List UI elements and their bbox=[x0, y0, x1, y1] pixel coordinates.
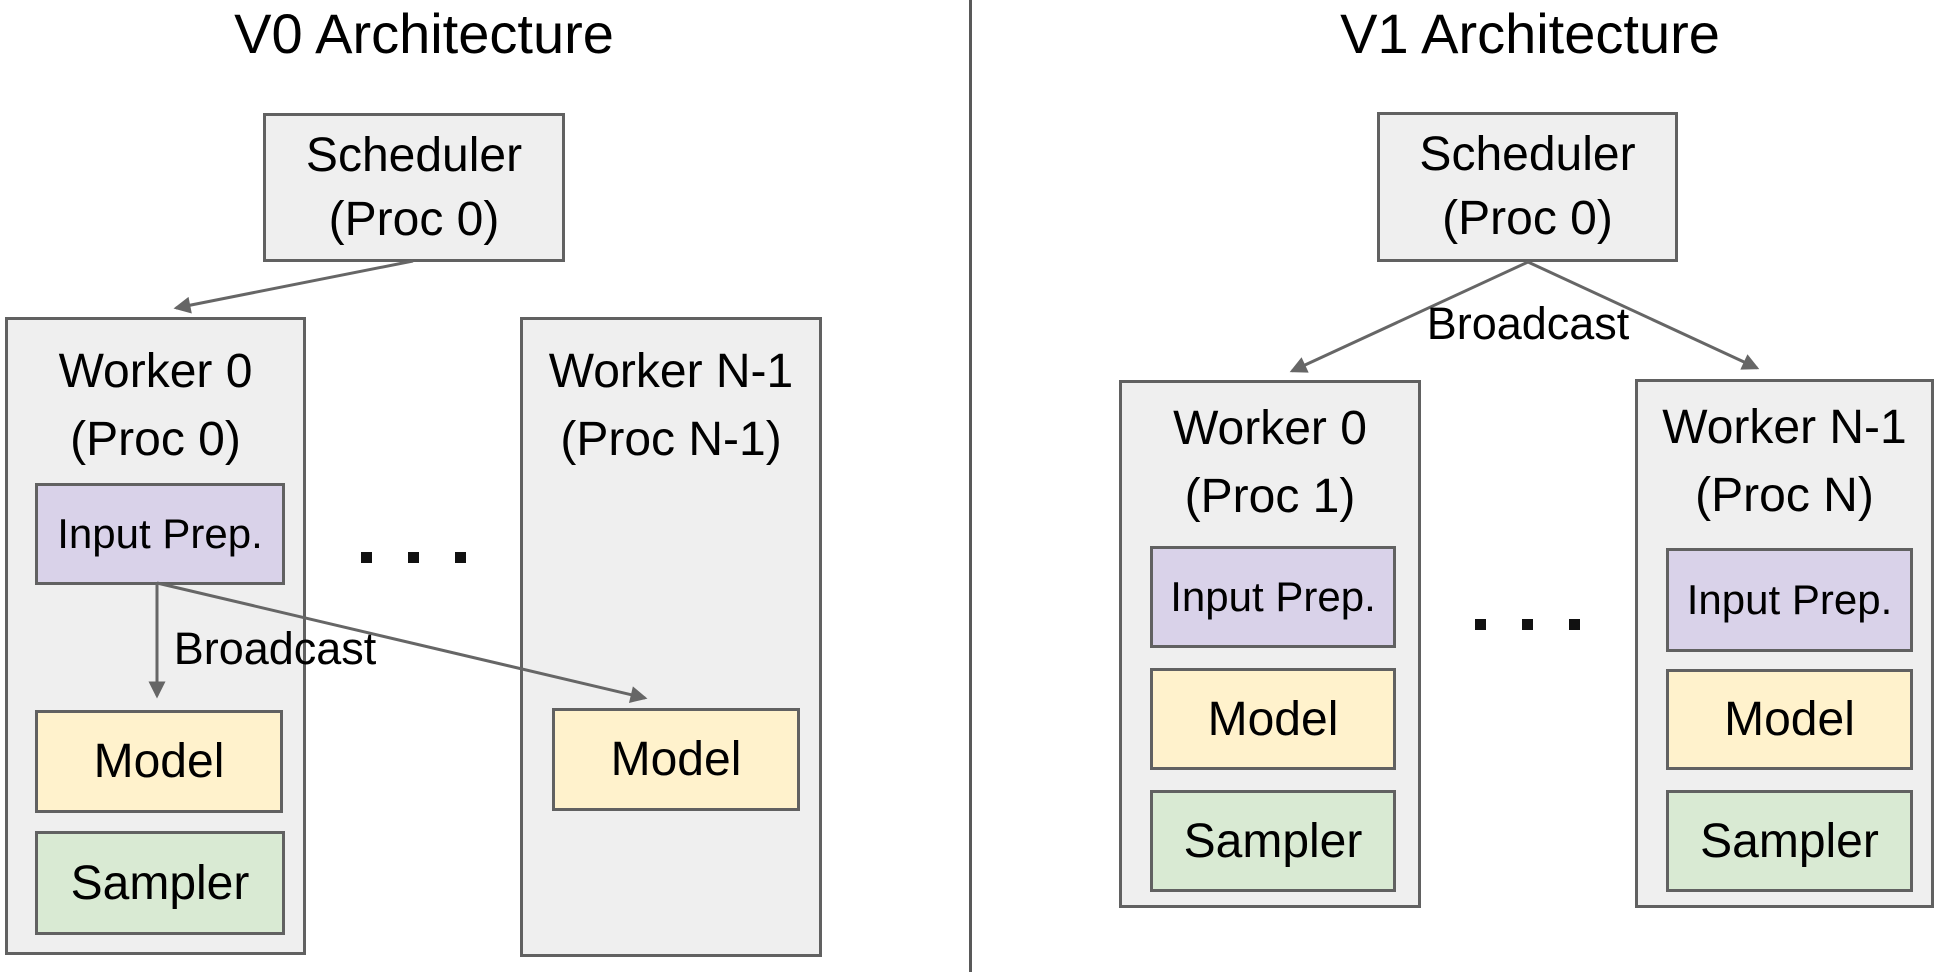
v0-title: V0 Architecture bbox=[234, 2, 614, 65]
v1-ellipsis-dots bbox=[1475, 619, 1580, 630]
v0-worker0-sampler-box: Sampler bbox=[35, 831, 285, 935]
v1-scheduler-name: Scheduler bbox=[1419, 128, 1636, 181]
dot-icon bbox=[1475, 619, 1486, 630]
v1-worker0-name: Worker 0 bbox=[1173, 402, 1367, 455]
v1-workerN-proc: (Proc N) bbox=[1695, 469, 1874, 522]
dot-icon bbox=[455, 552, 466, 563]
v1-worker0-label: Worker 0 (Proc 1) bbox=[1122, 395, 1418, 531]
v0-workerN-label: Worker N-1 (Proc N-1) bbox=[523, 338, 819, 474]
v0-workerN-box: Worker N-1 (Proc N-1) Model bbox=[520, 317, 822, 957]
v0-arrow-scheduler-to-worker0 bbox=[173, 259, 414, 314]
v0-scheduler-name: Scheduler bbox=[305, 128, 523, 182]
v0-scheduler-box: Scheduler (Proc 0) bbox=[263, 113, 565, 262]
v1-worker0-sampler-box: Sampler bbox=[1150, 790, 1396, 892]
v0-worker0-input-prep-label: Input Prep. bbox=[57, 510, 263, 557]
v0-ellipsis-dots bbox=[361, 552, 466, 563]
v1-workerN-sampler-box: Sampler bbox=[1666, 790, 1913, 892]
v1-workerN-name: Worker N-1 bbox=[1662, 401, 1907, 454]
v1-scheduler-proc: (Proc 0) bbox=[1442, 192, 1613, 245]
v0-worker0-proc: (Proc 0) bbox=[70, 413, 241, 466]
panel-divider-line bbox=[969, 0, 972, 972]
v1-workerN-input-prep-label: Input Prep. bbox=[1686, 576, 1893, 623]
v1-workerN-input-prep-box: Input Prep. bbox=[1666, 548, 1913, 652]
v1-worker0-box: Worker 0 (Proc 1) Input Prep. Model Samp… bbox=[1119, 380, 1421, 908]
v1-workerN-label: Worker N-1 (Proc N) bbox=[1638, 394, 1931, 530]
v1-worker0-proc: (Proc 1) bbox=[1184, 470, 1356, 523]
v1-scheduler-box: Scheduler (Proc 0) bbox=[1377, 112, 1678, 262]
v1-workerN-box: Worker N-1 (Proc N) Input Prep. Model Sa… bbox=[1635, 379, 1934, 908]
v0-workerN-name: Worker N-1 bbox=[548, 345, 794, 398]
v0-worker0-model-box: Model bbox=[35, 710, 283, 813]
v1-workerN-sampler-label: Sampler bbox=[1700, 814, 1879, 868]
v0-worker0-label: Worker 0 (Proc 0) bbox=[8, 338, 303, 474]
v0-workerN-proc: (Proc N-1) bbox=[560, 413, 782, 466]
v1-workerN-model-label: Model bbox=[1724, 693, 1855, 746]
v0-scheduler-proc: (Proc 0) bbox=[328, 192, 500, 246]
v0-broadcast-label: Broadcast bbox=[173, 623, 377, 674]
dot-icon bbox=[1569, 619, 1580, 630]
v1-worker0-sampler-label: Sampler bbox=[1183, 814, 1363, 868]
dot-icon bbox=[408, 552, 419, 563]
v0-worker0-sampler-label: Sampler bbox=[70, 856, 250, 910]
dot-icon bbox=[361, 552, 372, 563]
v1-worker0-model-box: Model bbox=[1150, 668, 1396, 770]
v1-broadcast-label: Broadcast bbox=[1426, 298, 1630, 349]
v1-worker0-model-label: Model bbox=[1207, 692, 1339, 746]
v1-worker0-input-prep-box: Input Prep. bbox=[1150, 546, 1396, 648]
v1-workerN-model-box: Model bbox=[1666, 669, 1913, 770]
v1-title: V1 Architecture bbox=[1340, 2, 1720, 65]
v0-workerN-model-label: Model bbox=[610, 733, 742, 786]
v1-worker0-input-prep-label: Input Prep. bbox=[1170, 573, 1376, 620]
v0-worker0-model-label: Model bbox=[93, 735, 225, 788]
v0-worker0-name: Worker 0 bbox=[58, 345, 253, 398]
dot-icon bbox=[1522, 619, 1533, 630]
v0-worker0-input-prep-box: Input Prep. bbox=[35, 483, 285, 585]
v0-workerN-model-box: Model bbox=[552, 708, 800, 811]
